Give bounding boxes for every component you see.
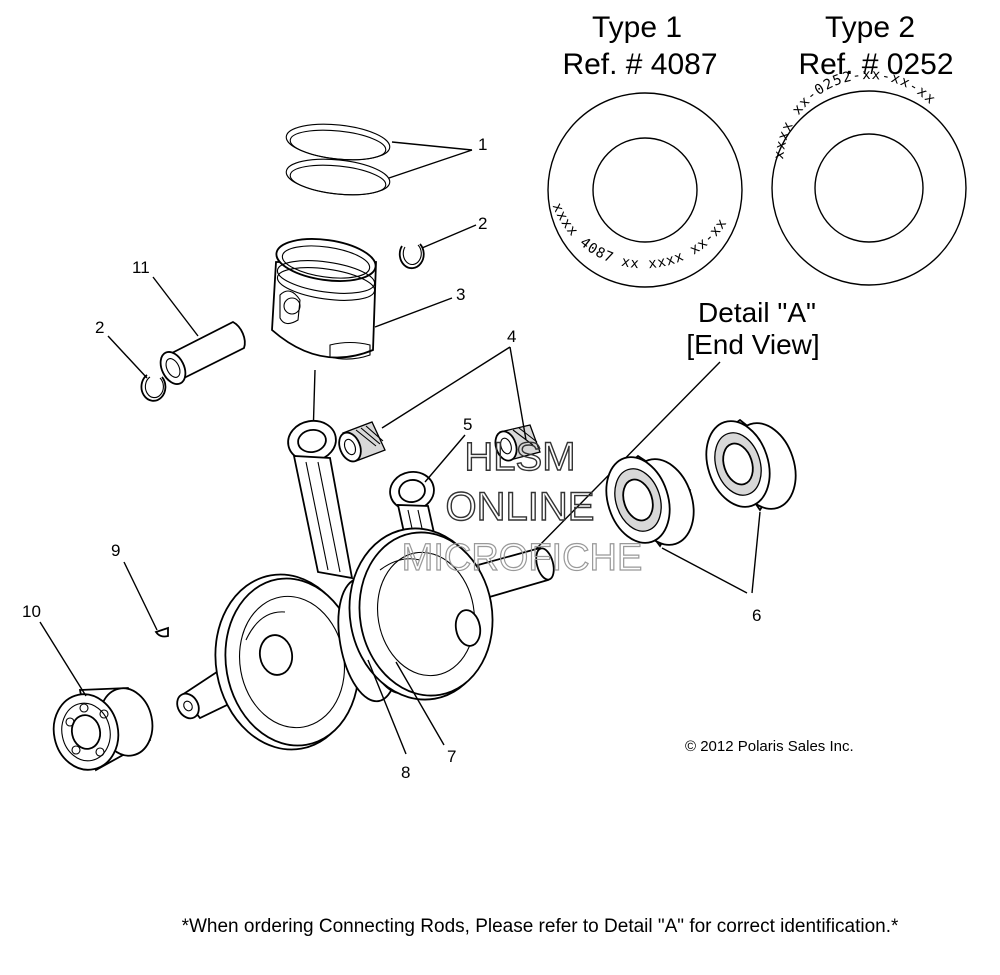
type2-end-view: xxxx xx-0252-xx-xx-xx <box>771 67 967 286</box>
wrist-pin <box>159 320 246 385</box>
detail-subtitle: [End View] <box>686 329 819 360</box>
main-bearing-left <box>52 687 154 772</box>
callout-8: 8 <box>401 763 410 782</box>
callout-11: 11 <box>132 258 150 277</box>
watermark-line-1: HLSM <box>464 435 575 479</box>
callout-3: 3 <box>456 285 465 304</box>
type1-marking: xxxx 4087 xx xxxx xx-xx <box>549 201 731 273</box>
callout-4: 4 <box>507 327 516 346</box>
callout-7: 7 <box>447 747 456 766</box>
callout-1: 1 <box>478 135 487 154</box>
seal-right <box>705 418 797 512</box>
watermark-line-3: MICROFICHE <box>402 537 643 579</box>
type2-marking: xxxx xx-0252-xx-xx-xx <box>771 67 939 160</box>
seal-center <box>605 454 695 548</box>
type1-ref: Ref. # 4087 <box>562 48 717 81</box>
type2-title: Type 2 <box>825 11 915 44</box>
copyright: © 2012 Polaris Sales Inc. <box>685 738 854 755</box>
piston <box>271 238 377 360</box>
callout-2-left: 2 <box>95 318 104 337</box>
needle-bearing-right <box>494 424 541 462</box>
watermark: HLSM ONLINE MICROFICHE <box>401 434 643 579</box>
callout-6: 6 <box>752 606 761 625</box>
type1-end-view: xxxx 4087 xx xxxx xx-xx <box>547 92 743 288</box>
type1-title: Type 1 <box>592 11 682 44</box>
connecting-rod-left <box>287 419 354 580</box>
callout-2-right: 2 <box>478 214 487 233</box>
footnote: *When ordering Connecting Rods, Please r… <box>182 916 899 937</box>
type2-ref: Ref. # 0252 <box>798 48 953 81</box>
detail-title: Detail "A" <box>698 297 816 328</box>
callout-9: 9 <box>111 541 120 560</box>
piston-rings <box>285 123 391 196</box>
callout-10: 10 <box>22 602 41 621</box>
woodruff-key <box>154 626 169 638</box>
needle-bearing-left <box>338 421 386 463</box>
callout-5: 5 <box>463 415 472 434</box>
watermark-line-2: ONLINE <box>446 485 595 529</box>
crankshaft <box>176 527 555 751</box>
